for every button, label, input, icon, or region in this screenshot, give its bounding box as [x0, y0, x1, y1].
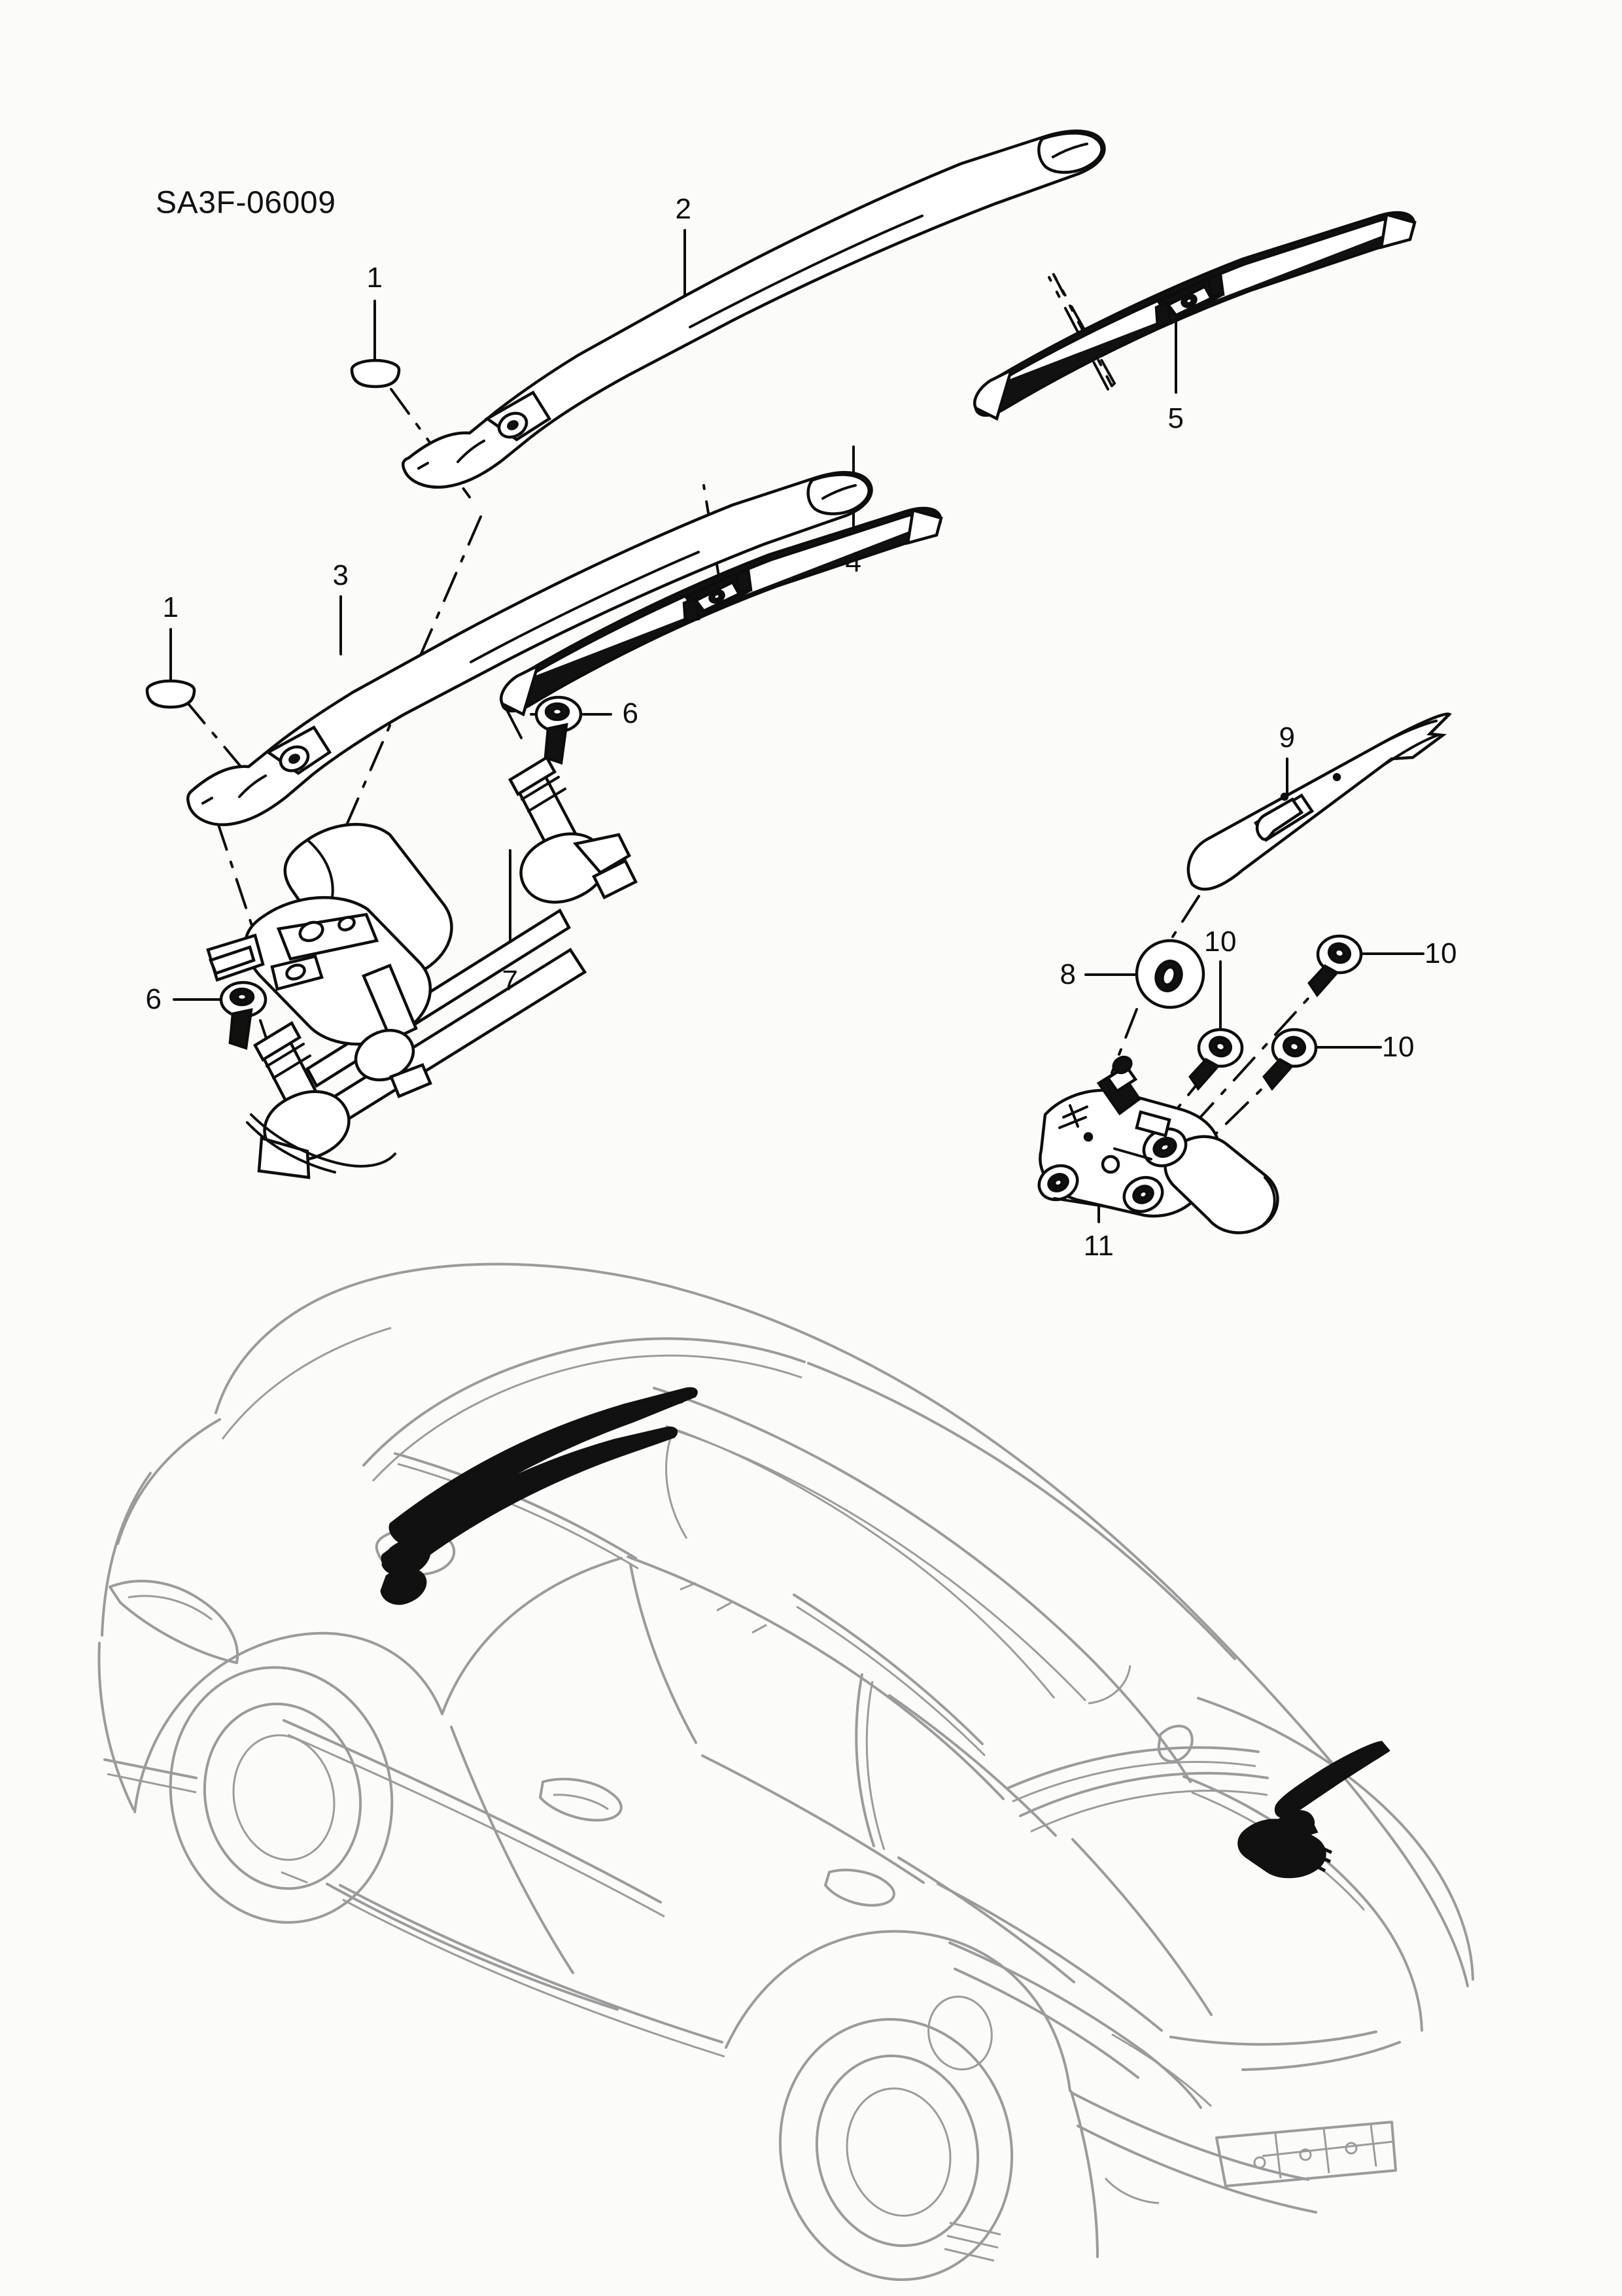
callout-5[interactable]: 5 [1167, 402, 1184, 434]
part-front-wiper-arm-lower [186, 471, 873, 827]
part-linkage-bolt-upper [534, 695, 583, 765]
part-cap-lower [145, 679, 196, 709]
callout-6-lower[interactable]: 6 [145, 983, 162, 1015]
diagram-code: SA3F-06009 [156, 185, 336, 220]
callout-6-upper[interactable]: 6 [622, 697, 639, 729]
part-rear-wiper-cap [1135, 939, 1205, 1009]
callout-8[interactable]: 8 [1060, 958, 1077, 990]
part-rear-wiper-arm [1186, 712, 1452, 891]
callout-7[interactable]: 7 [502, 965, 519, 997]
callout-4[interactable]: 4 [845, 546, 862, 578]
callout-2[interactable]: 2 [675, 193, 692, 225]
vehicle-outline [97, 1262, 1474, 2282]
part-rear-nut-b [1307, 934, 1363, 998]
callout-1-upper[interactable]: 1 [366, 262, 383, 294]
part-front-wiper-blade-upper [973, 211, 1417, 421]
callout-10-c[interactable]: 10 [1382, 1031, 1415, 1063]
vehicle-front-wiper-highlight [380, 1387, 698, 1605]
callout-11[interactable]: 11 [1083, 1230, 1114, 1262]
part-front-wiper-motor-linkage [206, 755, 638, 1179]
callout-1-lower[interactable]: 1 [162, 591, 179, 623]
part-rear-wiper-motor [1037, 1055, 1279, 1234]
callout-3[interactable]: 3 [332, 559, 349, 591]
part-rear-nut-a [1188, 1028, 1244, 1091]
callout-10-b[interactable]: 10 [1424, 937, 1457, 969]
vehicle-rear-wiper-highlight [1237, 1741, 1390, 1879]
part-front-wiper-arm-upper [402, 130, 1106, 489]
leader-lines [169, 229, 1424, 1223]
part-front-wiper-blade-lower [500, 506, 943, 717]
part-cap-upper [350, 358, 401, 389]
part-linkage-bolt-lower [219, 981, 267, 1050]
part-rear-nut-c [1262, 1028, 1318, 1091]
callout-10-a[interactable]: 10 [1204, 926, 1237, 958]
callout-9[interactable]: 9 [1279, 722, 1296, 754]
